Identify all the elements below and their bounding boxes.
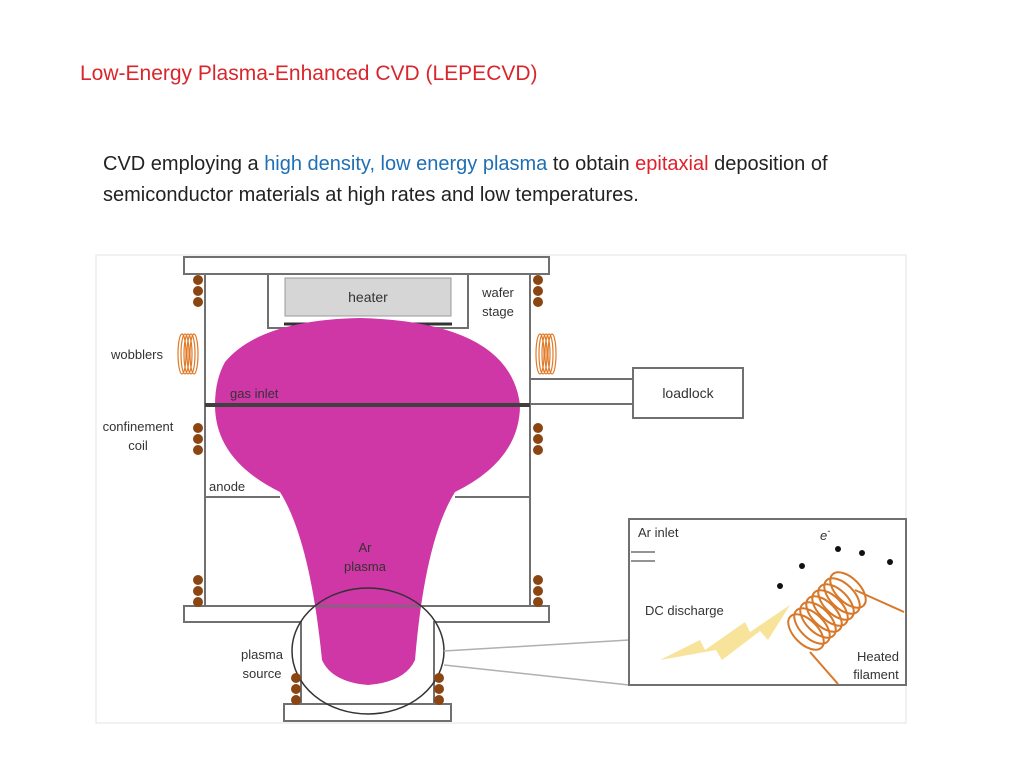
anode-label: anode [209,479,245,494]
wafer-label: wafer [349,328,382,343]
top-flange [183,256,550,275]
loadlock-label: loadlock [662,385,714,401]
zoom-lines [443,639,630,686]
wobbler-coil-right [535,333,557,375]
heater-block [284,277,452,317]
plasma-source-label: source [242,666,281,681]
ar-plasma [215,318,520,685]
dc-discharge-label: DC discharge [645,603,724,618]
electrons [777,546,893,589]
lower-flange [183,605,550,705]
plasma-source-label: plasma [241,647,284,662]
gas-inlet-label: gas inlet [230,386,279,401]
wafer-stage-label: wafer [481,285,514,300]
ar-plasma-label: plasma [344,559,387,574]
diagram-frame [95,254,907,724]
ar-inlet-pipe [631,551,655,562]
confinement-coil-label: confinement [103,419,174,434]
dc-discharge-bolt [660,605,790,660]
description-text: deposition of semiconductor materials at… [103,153,828,206]
description-text: CVD employing a [103,153,265,175]
heater-label: heater [348,289,388,305]
ar-plasma-label: Ar [359,540,373,555]
description-highlight-epitaxial: epitaxial [635,153,709,175]
plasma-source-inset [628,518,907,686]
heated-filament-label: Heated [857,649,899,664]
slide-description: CVD employing a high density, low energy… [103,149,963,211]
heated-filament [787,571,905,685]
electron-label: e- [820,526,830,543]
wobbler-coil-left [177,333,199,375]
plasma-source-outline [291,587,445,715]
chamber-walls [204,274,531,606]
ar-inlet-label: Ar inlet [638,525,679,540]
wafer-stage-label: stage [482,304,514,319]
loadlock-box [632,367,744,419]
slide-title: Low-Energy Plasma-Enhanced CVD (LEPECVD) [80,62,538,85]
bottom-plate [283,703,452,722]
heated-filament-label: filament [853,667,899,682]
description-text: to obtain [547,153,636,175]
wobblers-label: wobblers [110,347,164,362]
confinement-coils [193,275,543,705]
description-highlight-plasma: high density, low energy plasma [264,153,548,175]
heater-housing [267,273,469,329]
confinement-coil-label: coil [128,438,148,453]
loadlock-tube [530,378,633,405]
